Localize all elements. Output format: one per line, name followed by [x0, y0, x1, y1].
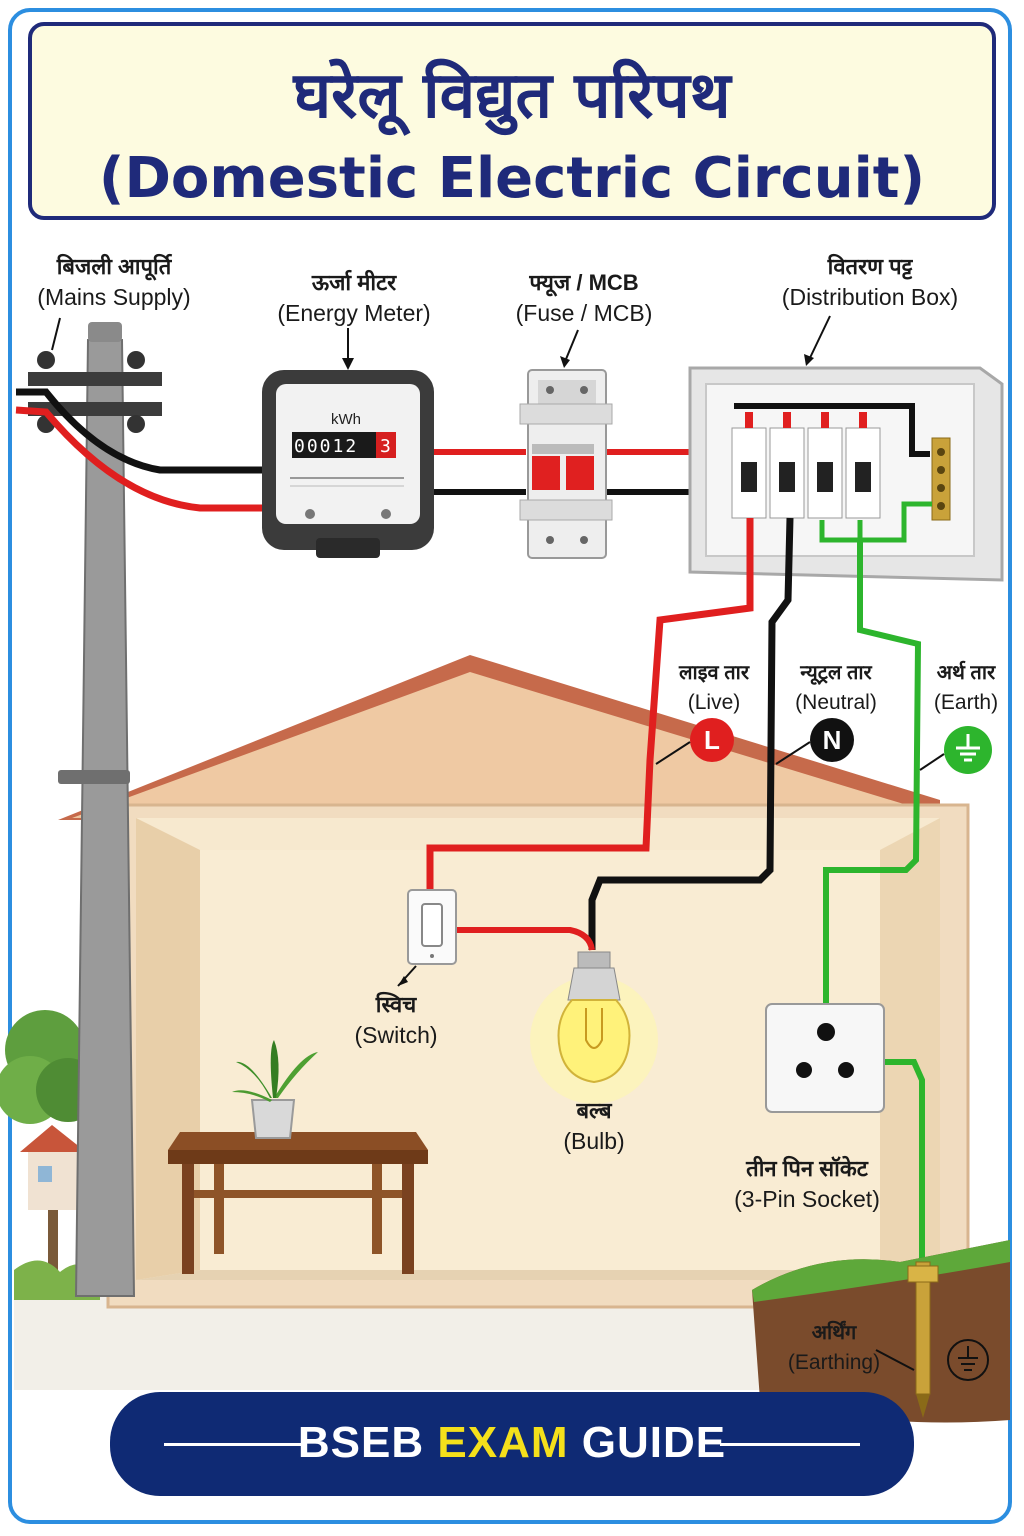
- label-neutral-en: (Neutral): [795, 691, 877, 714]
- neutral-badge: N: [810, 718, 854, 762]
- label-energy-meter-hi: ऊर्जा मीटर: [311, 270, 397, 295]
- bulb: [530, 951, 658, 1104]
- label-switch-hi: स्विच: [375, 992, 417, 1017]
- label-earthing-hi: अर्थिंग: [811, 1322, 857, 1344]
- banner-part3: GUIDE: [581, 1418, 727, 1467]
- label-mains-supply: बिजली आपूर्ति (Mains Supply): [24, 252, 204, 312]
- title-box: घरेलू विद्युत परिपथ (Domestic Electric C…: [28, 22, 996, 220]
- label-live: लाइव तार (Live): [654, 658, 774, 718]
- label-fuse-mcb: फ्यूज / MCB (Fuse / MCB): [494, 268, 674, 328]
- label-fuse-mcb-hi: फ्यूज / MCB: [529, 270, 639, 295]
- label-bulb-en: (Bulb): [563, 1128, 625, 1154]
- energy-meter: kWh 00012 3: [262, 370, 434, 558]
- incoming-live-wire: [15, 406, 262, 512]
- fuse-mcb: [519, 369, 613, 559]
- footer-banner: BSEB EXAM GUIDE: [110, 1392, 914, 1496]
- label-earthing-en: (Earthing): [787, 1351, 881, 1374]
- incoming-neutral-wire: [16, 388, 266, 474]
- banner-text: BSEB EXAM GUIDE: [110, 1418, 914, 1468]
- table: [168, 1132, 428, 1274]
- label-live-en: (Live): [687, 691, 741, 714]
- live-badge-letter: L: [704, 725, 720, 755]
- three-pin-socket: [765, 1003, 885, 1113]
- live-badge: L: [690, 718, 734, 762]
- label-switch: स्विच (Switch): [336, 990, 456, 1050]
- earth-pointer: [919, 753, 945, 771]
- banner-part2: EXAM: [437, 1418, 569, 1467]
- live-wire: [426, 518, 754, 890]
- label-bulb: बल्ब (Bulb): [544, 1096, 644, 1156]
- label-distribution-box: वितरण पट्ट (Distribution Box): [760, 252, 980, 312]
- label-energy-meter: ऊर्जा मीटर (Energy Meter): [264, 268, 444, 328]
- label-fuse-mcb-en: (Fuse / MCB): [515, 300, 653, 326]
- label-earth: अर्थ तार (Earth): [912, 658, 1020, 718]
- label-socket: तीन पिन सॉकेट (3-Pin Socket): [712, 1154, 902, 1214]
- label-socket-hi: तीन पिन सॉकेट: [746, 1156, 868, 1181]
- neutral-wire: [588, 517, 794, 950]
- outer-frame: [8, 8, 1012, 1524]
- background-house: [20, 1125, 86, 1210]
- wall-switch: [407, 889, 457, 965]
- label-neutral: न्यूट्रल तार (Neutral): [772, 658, 900, 718]
- label-switch-en: (Switch): [354, 1022, 438, 1048]
- label-neutral-hi: न्यूट्रल तार: [800, 662, 872, 684]
- banner-line-left: [164, 1443, 304, 1446]
- label-mains-supply-en: (Mains Supply): [37, 284, 191, 310]
- meter-unit: kWh: [331, 411, 361, 428]
- mcb-pointer: [563, 329, 579, 365]
- live-pointer: [655, 741, 691, 765]
- label-mains-supply-hi: बिजली आपूर्ति: [56, 254, 172, 279]
- meter-reading: 00012: [294, 436, 358, 457]
- label-earth-hi: अर्थ तार: [936, 662, 996, 684]
- neutral-badge-letter: N: [823, 725, 842, 755]
- potted-plant: [232, 1040, 318, 1139]
- label-energy-meter-en: (Energy Meter): [277, 300, 431, 326]
- socket-earthing-wire: [884, 1059, 925, 1260]
- label-distribution-box-hi: वितरण पट्ट: [827, 254, 913, 279]
- label-socket-en: (3-Pin Socket): [734, 1186, 880, 1212]
- title-hindi: घरेलू विद्युत परिपथ: [293, 59, 731, 133]
- distribution-box: [688, 366, 1004, 582]
- banner-part1: BSEB: [297, 1418, 425, 1467]
- earth-wire: [823, 540, 922, 1006]
- label-distribution-box-en: (Distribution Box): [781, 284, 959, 310]
- earth-badge: [944, 726, 992, 774]
- banner-line-right: [720, 1443, 860, 1446]
- mains-pointer: [51, 317, 61, 351]
- meter-reading-last: 3: [380, 436, 391, 457]
- title-english: (Domestic Electric Circuit): [98, 146, 926, 211]
- neutral-pointer: [775, 741, 811, 765]
- label-bulb-hi: बल्ब: [576, 1098, 612, 1123]
- label-earthing: अर्थिंग (Earthing): [774, 1318, 894, 1378]
- label-earth-en: (Earth): [933, 691, 999, 714]
- earthing-pointer: [875, 1349, 915, 1371]
- switch-bulb-wire: [456, 927, 595, 951]
- db-pointer: [807, 315, 831, 363]
- label-live-hi: लाइव तार: [679, 662, 749, 684]
- earthing-pit: [752, 1240, 1010, 1423]
